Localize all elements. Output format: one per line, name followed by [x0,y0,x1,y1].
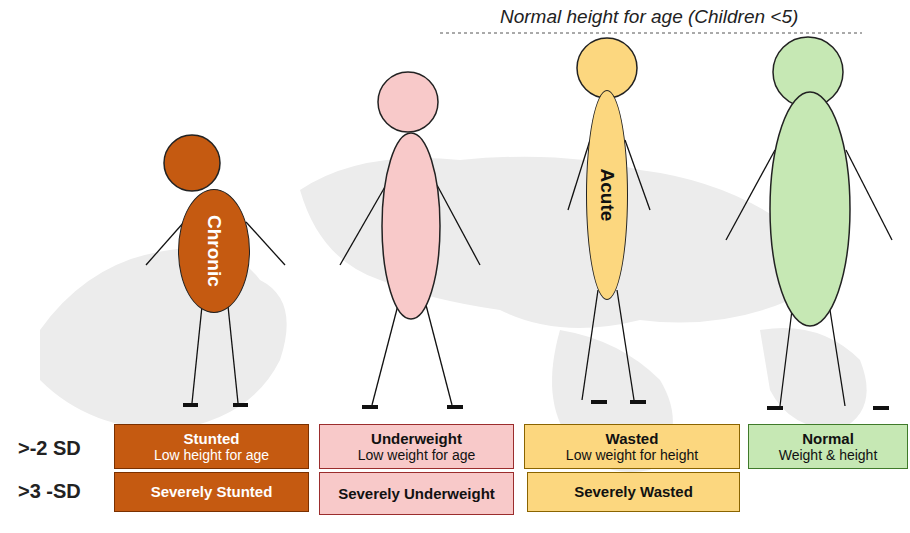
height-note: Normal height for age (Children <5) [500,6,798,28]
body-label: Chronic [203,215,225,287]
severity-box: Severely Stunted [114,472,309,512]
category-box: UnderweightLow weight for age [319,424,514,469]
body [770,92,850,326]
box-subtitle: Low height for age [154,447,269,463]
box-heading: Underweight [371,430,462,447]
box-heading: Severely Stunted [151,483,273,500]
sd-row-label: >-2 SD [18,437,81,460]
box-heading: Normal [802,430,854,447]
severity-box: Severely Underweight [319,472,514,515]
heads [164,37,843,191]
body-ellipse: Chronic [178,189,250,313]
box-subtitle: Weight & height [779,447,878,463]
box-heading: Severely Underweight [338,485,495,502]
world-map-watermark [40,157,867,472]
body [382,133,440,319]
body-label: Acute [596,169,618,222]
height-line [440,33,862,34]
box-heading: Wasted [606,430,659,447]
category-box: WastedLow weight for height [524,424,740,469]
box-subtitle: Low weight for age [358,447,476,463]
body-ellipse: Acute [586,90,628,300]
box-subtitle: Low weight for height [566,447,698,463]
feet [183,402,889,408]
box-heading: Severely Wasted [574,483,693,500]
category-box: StuntedLow height for age [114,424,309,469]
box-heading: Stunted [184,430,240,447]
sd-row-label: >3 -SD [18,480,81,503]
severity-box: Severely Wasted [527,472,740,512]
category-box: NormalWeight & height [748,424,908,469]
